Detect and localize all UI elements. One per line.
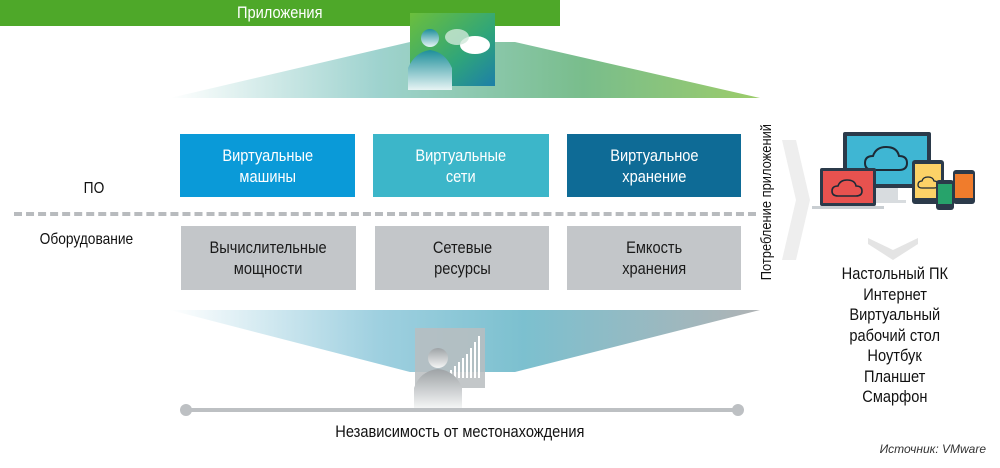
app-consumption-label: Потребление приложений: [758, 123, 775, 281]
devices-illustration: [812, 132, 975, 210]
location-axis: [180, 404, 744, 416]
analytics-user-screen-illustration: [414, 328, 485, 408]
applications-label: Приложения: [237, 3, 323, 22]
laptop-icon: [812, 168, 884, 209]
device-item: Интернет: [863, 284, 927, 304]
software-label: ПО: [83, 180, 105, 197]
device-item: Настольный ПК: [841, 264, 949, 283]
axis-end-dot: [732, 404, 744, 416]
device-item: Смарфон: [862, 387, 928, 406]
chevron-down-icon: [868, 238, 918, 260]
axis-start-dot: [180, 404, 192, 416]
device-item: Виртуальный: [849, 305, 941, 324]
source-caption: Источник: VMware: [879, 442, 986, 456]
device-item: рабочий стол: [849, 325, 941, 345]
hardware-label: Оборудование: [39, 231, 134, 248]
location-independence-label: Независимость от местонахождения: [335, 422, 585, 441]
chevron-right-icon: [782, 140, 810, 260]
device-item: Планшет: [864, 366, 926, 386]
device-item: Ноутбук: [867, 346, 923, 365]
phone-icon: [936, 170, 975, 210]
layer-divider: [14, 212, 756, 216]
devices-list: Настольный ПК Интернет Виртуальный рабоч…: [810, 264, 980, 408]
cloud-user-screen-illustration: [408, 13, 495, 90]
desktop-monitor-icon: [843, 132, 931, 203]
